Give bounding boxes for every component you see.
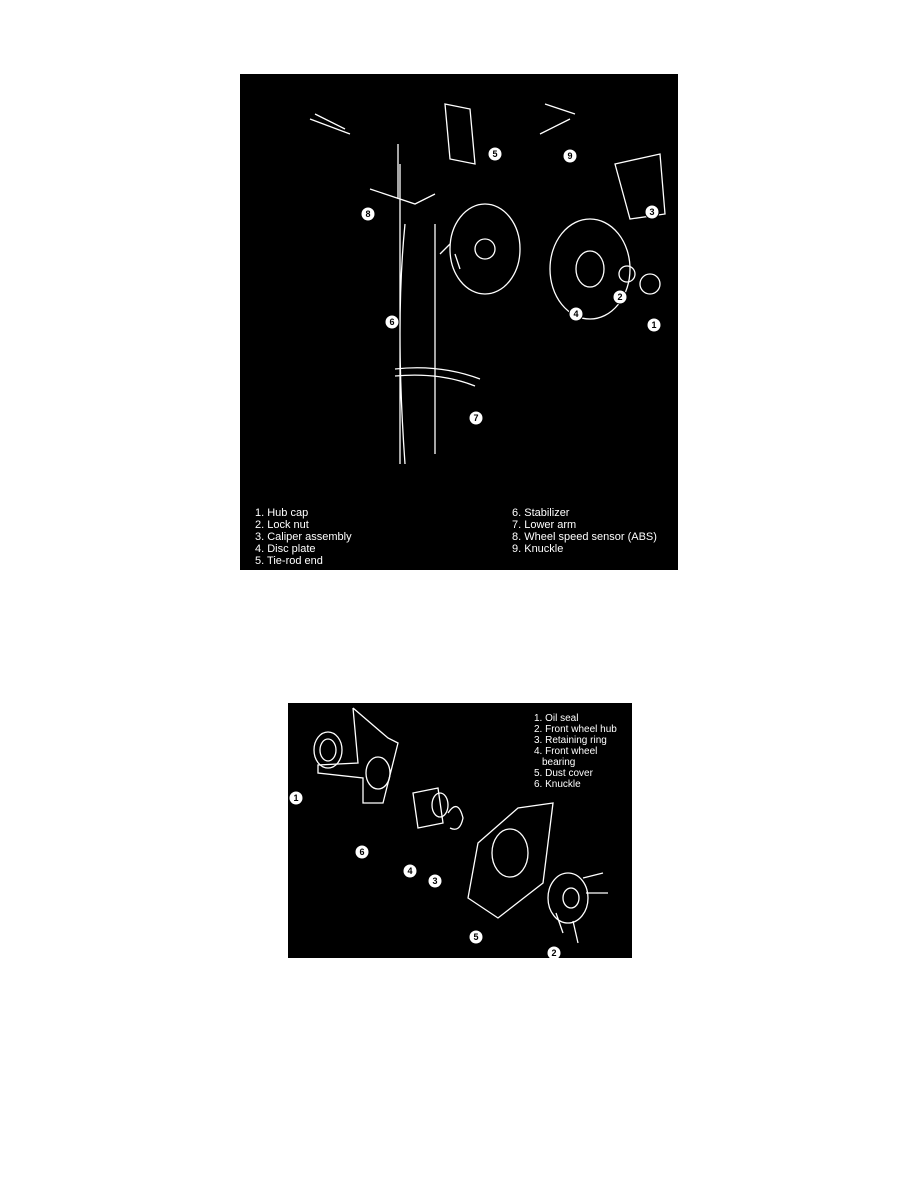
callout-marker [354, 844, 370, 860]
callout-marker [360, 206, 376, 222]
callout-marker [562, 148, 578, 164]
legend-item: 5. Tie-rod end [255, 555, 323, 567]
callout-8: 8 [365, 209, 370, 219]
legend-item: 7. Lower arm [512, 519, 577, 531]
legend-item: 3. Retaining ring [534, 735, 607, 746]
hub-line-art [313, 707, 608, 944]
callout-marker [487, 146, 503, 162]
legend-right: 6. Stabilizer 7. Lower arm 8. Wheel spee… [512, 507, 657, 555]
front-hub-exploded-diagram: 1 2 3 4 5 6 1. Oil seal 2. Front wheel h… [288, 703, 632, 958]
callout-9: 9 [567, 151, 572, 161]
front-suspension-exploded-diagram: 1 2 3 4 5 6 7 8 9 1. Hub cap 2. Lock nut… [240, 74, 678, 570]
callout-marker [568, 306, 584, 322]
callout-marker [546, 945, 562, 958]
legend-item: 4. Disc plate [255, 543, 316, 555]
callout-3: 3 [649, 207, 654, 217]
legend-item: 2. Front wheel hub [534, 724, 617, 735]
callout-marker [468, 410, 484, 426]
callout-marker [468, 929, 484, 945]
legend-item: 3. Caliper assembly [255, 531, 352, 543]
callout-7: 7 [473, 413, 478, 423]
legend-item: 1. Hub cap [255, 507, 309, 519]
callout-marker [402, 863, 418, 879]
callout-marker [644, 204, 660, 220]
callout-5: 5 [492, 149, 497, 159]
legend-item: 4. Front wheel [534, 746, 598, 757]
callout-2: 2 [551, 948, 556, 958]
callout-marker [288, 790, 304, 806]
callout-4: 4 [407, 866, 412, 876]
callout-6: 6 [359, 847, 364, 857]
callout-5: 5 [473, 932, 478, 942]
legend: 1. Oil seal 2. Front wheel hub 3. Retain… [534, 713, 617, 790]
legend-item: bearing [542, 757, 576, 768]
callout-3: 3 [432, 876, 437, 886]
legend-item: 6. Knuckle [534, 779, 581, 790]
legend-item: 8. Wheel speed sensor (ABS) [512, 531, 657, 543]
legend-item: 9. Knuckle [512, 543, 564, 555]
legend-item: 1. Oil seal [534, 713, 579, 724]
suspension-line-art [309, 103, 666, 465]
callout-1: 1 [293, 793, 298, 803]
legend-item: 6. Stabilizer [512, 507, 570, 519]
callout-marker [612, 289, 628, 305]
callout-2: 2 [617, 292, 622, 302]
callout-6: 6 [389, 317, 394, 327]
callout-marker [646, 317, 662, 333]
callout-4: 4 [573, 309, 578, 319]
callout-marker [427, 873, 443, 889]
legend-item: 2. Lock nut [255, 519, 309, 531]
legend-item: 5. Dust cover [534, 768, 593, 779]
callout-1: 1 [651, 320, 656, 330]
legend-left: 1. Hub cap 2. Lock nut 3. Caliper assemb… [255, 507, 352, 567]
callout-marker [384, 314, 400, 330]
